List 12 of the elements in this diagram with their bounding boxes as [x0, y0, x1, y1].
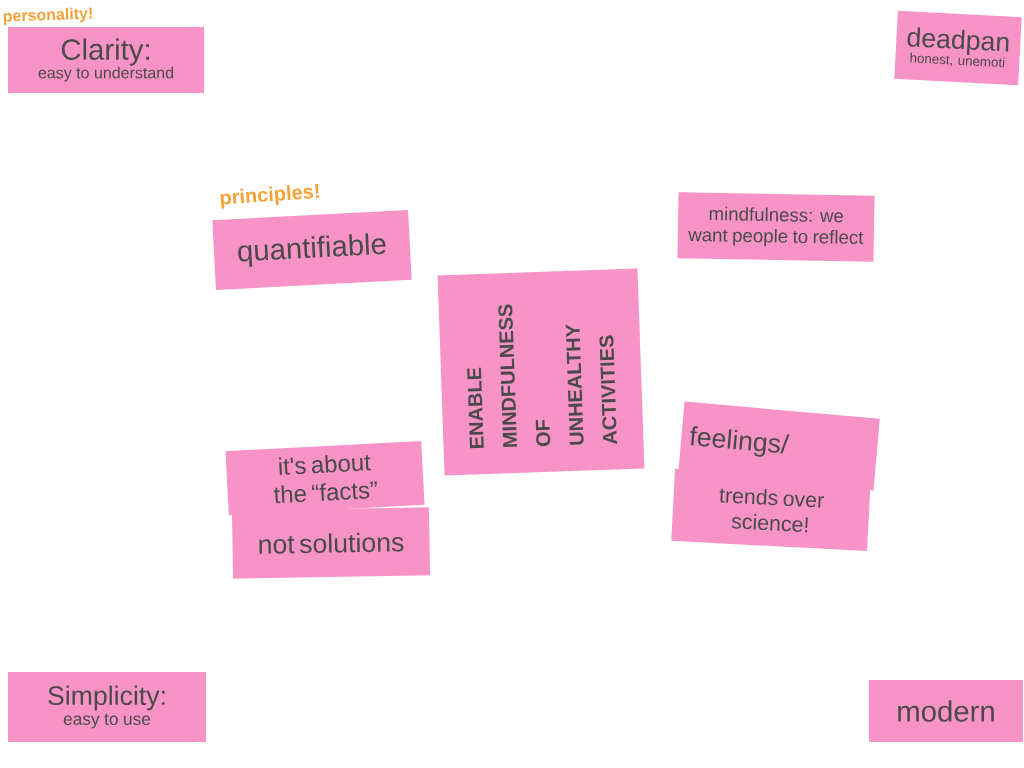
- sticky-note: ENABLE MINDFULNESS OF UNHEALTHY ACTIVITIES: [437, 268, 645, 476]
- sticky-note: mindfulness: we want people to reflect: [677, 192, 875, 262]
- sticky-note: trends over science!: [671, 468, 871, 552]
- sticky-note: it's about the “facts”: [225, 440, 425, 516]
- sticky-note: not solutions: [231, 507, 431, 579]
- sticky-note: Clarity: easy to understand: [8, 27, 204, 93]
- sticky-note: Simplicity: easy to use: [8, 672, 206, 742]
- heading: personality!: [3, 7, 92, 25]
- sticky-note: deadpan honest, unemoti: [894, 10, 1022, 86]
- heading: principles!: [220, 184, 319, 209]
- sticky-note: quantifiable: [212, 209, 412, 291]
- sticky-note: modern: [869, 680, 1023, 742]
